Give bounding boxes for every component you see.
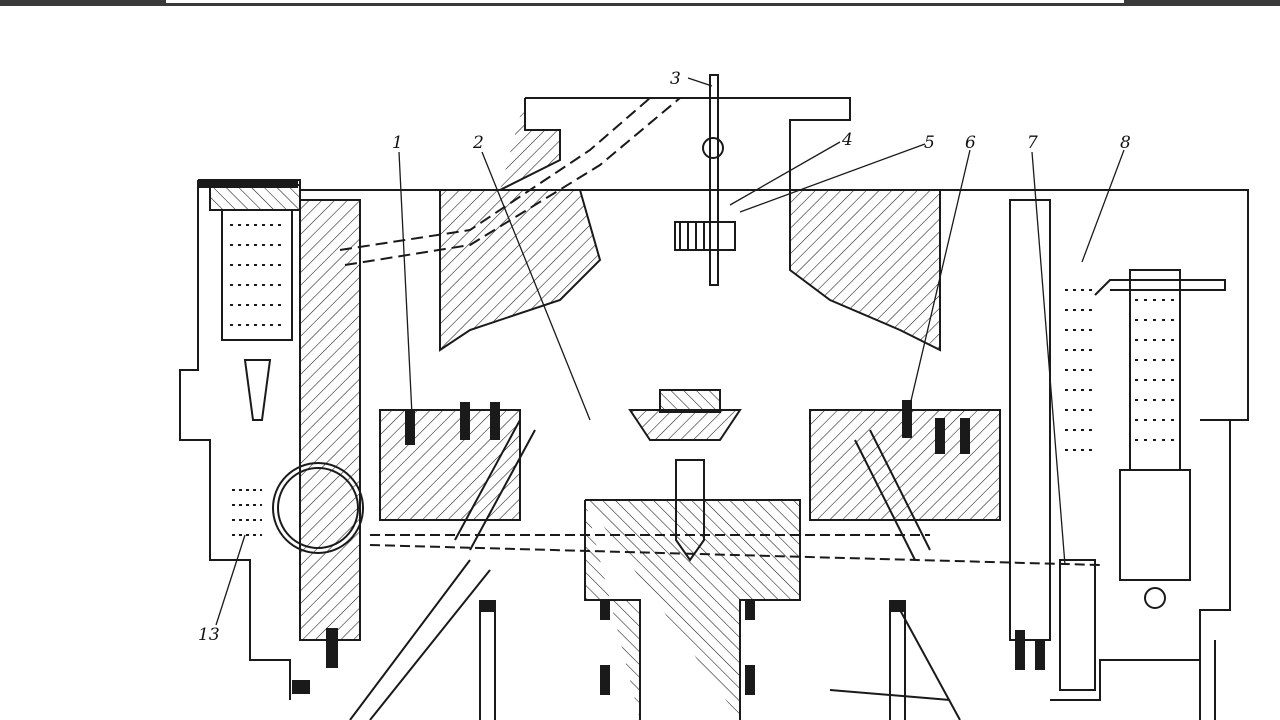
seal-block bbox=[460, 402, 470, 440]
seal-block bbox=[405, 410, 415, 445]
fuel-channel-dashed bbox=[369, 534, 1101, 566]
central-block bbox=[584, 499, 801, 720]
seal-block bbox=[745, 600, 755, 620]
right-emulsion bbox=[809, 409, 1001, 521]
seal-block bbox=[1035, 640, 1045, 670]
central-jet bbox=[675, 459, 705, 562]
callout-label-2: 2 bbox=[472, 133, 484, 153]
pump-lever bbox=[1094, 279, 1226, 296]
seal-block bbox=[960, 418, 970, 454]
air-inlet-wall-left bbox=[499, 98, 561, 191]
float-ring bbox=[272, 462, 364, 554]
leader-8 bbox=[1081, 149, 1125, 263]
window-top-bar-gap bbox=[166, 0, 1124, 3]
choke-plate bbox=[709, 74, 719, 286]
central-nozzle bbox=[628, 409, 742, 441]
seal-block bbox=[902, 400, 912, 438]
seal-block bbox=[326, 628, 338, 668]
right-pump-spring bbox=[1135, 299, 1175, 441]
right-outer-wall bbox=[1199, 419, 1248, 720]
right-valve bbox=[1059, 559, 1096, 691]
leader-3 bbox=[687, 77, 713, 87]
left-inclined-tube bbox=[454, 419, 536, 551]
pump-piston bbox=[1119, 469, 1191, 581]
callout-label-7: 7 bbox=[1027, 133, 1038, 153]
leader-4 bbox=[729, 141, 841, 206]
diagonal-duct bbox=[339, 97, 681, 266]
choke-spring bbox=[674, 221, 736, 251]
right-chamber bbox=[1009, 199, 1051, 641]
bottom-tube-left bbox=[479, 600, 496, 720]
air-inlet-top bbox=[525, 97, 851, 190]
callout-label-3: 3 bbox=[670, 69, 681, 89]
callout-label-1: 1 bbox=[392, 133, 403, 153]
seal-block bbox=[745, 665, 755, 695]
left-spring-housing bbox=[221, 209, 293, 341]
left-needle-valve bbox=[243, 359, 272, 421]
leader-1 bbox=[398, 151, 413, 416]
leader-5 bbox=[739, 143, 926, 213]
callout-label-8: 8 bbox=[1120, 133, 1131, 153]
choke-pivot bbox=[702, 137, 724, 159]
seal-block bbox=[490, 402, 500, 440]
left-column bbox=[299, 199, 361, 641]
lower-right-link bbox=[829, 609, 961, 720]
leader-13 bbox=[215, 534, 246, 626]
callout-label-5: 5 bbox=[924, 133, 935, 153]
seal-block bbox=[480, 600, 494, 612]
bottom-tube-right bbox=[889, 600, 906, 720]
seal-block bbox=[935, 418, 945, 454]
left-cap bbox=[209, 184, 301, 211]
leader-7 bbox=[1031, 151, 1066, 566]
right-inclined-tube bbox=[854, 429, 931, 561]
float-ring-inner bbox=[277, 467, 359, 549]
window-top-bar bbox=[0, 0, 1280, 6]
left-spring bbox=[230, 224, 284, 326]
callout-label-13: 13 bbox=[198, 625, 220, 645]
left-lower-spring bbox=[232, 489, 262, 536]
check-ball bbox=[1144, 587, 1166, 609]
seal-block bbox=[600, 600, 610, 620]
lower-left-link bbox=[349, 559, 491, 720]
right-plunger-spring bbox=[1065, 289, 1095, 451]
venturi-left bbox=[439, 189, 602, 352]
seal-block bbox=[600, 665, 610, 695]
venturi-right bbox=[789, 189, 941, 352]
seal-block bbox=[292, 680, 310, 694]
central-cap bbox=[659, 389, 721, 413]
callout-label-6: 6 bbox=[965, 133, 976, 153]
seal-block bbox=[198, 180, 298, 188]
leader-2 bbox=[481, 151, 591, 421]
seal-block bbox=[1015, 630, 1025, 670]
choke-spring-coils bbox=[679, 222, 705, 250]
callout-label-4: 4 bbox=[841, 130, 853, 150]
leader-6 bbox=[909, 149, 971, 406]
seal-block bbox=[890, 600, 904, 612]
